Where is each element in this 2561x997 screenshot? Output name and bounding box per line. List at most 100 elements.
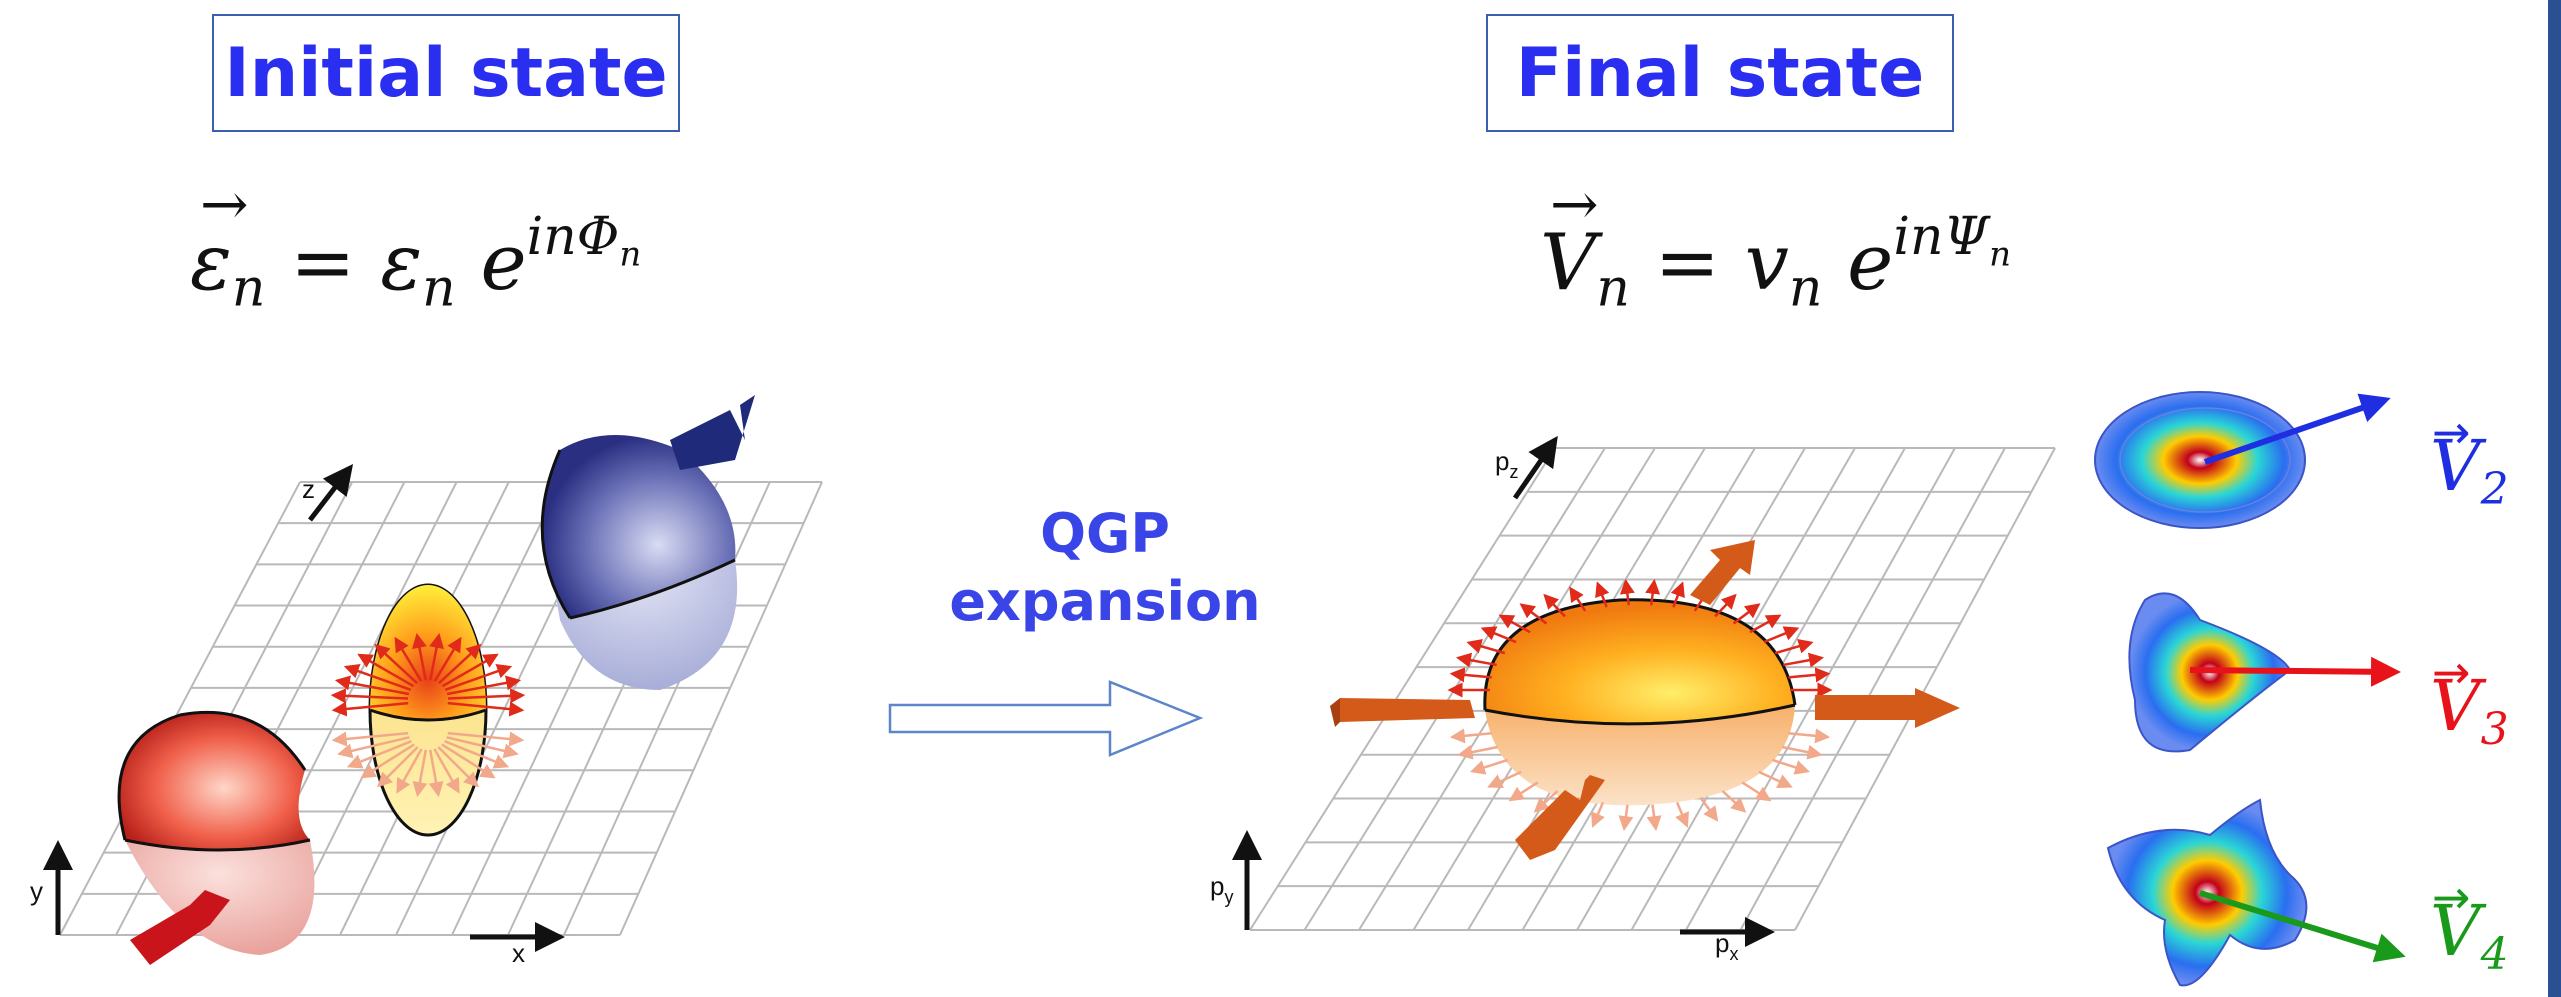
flow-arrow-upper: [1466, 638, 1506, 655]
red-nucleus: [117, 710, 315, 965]
flow-arrow-upper: [433, 636, 462, 682]
flow-arrow-upper: [1670, 581, 1685, 608]
flow-arrow-upper: [374, 643, 418, 685]
eq-final-rhs-sub: n: [1788, 258, 1823, 319]
flow-arrow-upper: [1455, 652, 1497, 668]
left-z-label: z: [302, 474, 315, 504]
left-flow-arrows: [330, 632, 526, 798]
flow-arrow-upper: [438, 643, 482, 685]
flow-arrow-lower: [1533, 790, 1559, 813]
v4-label-sub: 4: [2480, 929, 2509, 980]
flow-arrow-upper: [1595, 581, 1610, 608]
flow-arrow-upper: [1783, 652, 1825, 668]
flow-arrow-lower: [1591, 801, 1605, 828]
initial-eccentricity-equation: εn = εn einΦn: [190, 170, 642, 319]
flow-arrow-lower: [447, 731, 525, 747]
right-py-main: p: [1210, 871, 1224, 901]
momentum-arrows: [1330, 540, 1960, 860]
v2-label-main: V: [2430, 425, 2487, 507]
flow-arrow-lower: [1487, 770, 1522, 789]
eq-initial-exp-base: e: [480, 218, 527, 308]
left-z-axis: [308, 464, 354, 522]
eq-initial-exp-sub: n: [619, 234, 642, 275]
left-y-label: y: [30, 876, 43, 906]
flow-arrow-upper: [1763, 626, 1800, 644]
flow-arrow-upper: [334, 675, 410, 696]
flow-arrow-lower: [396, 748, 423, 794]
grid-line: [619, 481, 823, 936]
grid-line: [59, 481, 301, 936]
eq-final-lhs: Vn: [1540, 170, 1630, 318]
flow-arrow-lower: [446, 736, 519, 759]
eq-final-exp-base: e: [1847, 218, 1894, 308]
flow-arrow-upper: [1749, 614, 1782, 634]
left-x-label: x: [512, 938, 525, 968]
flow-arrow-lower: [360, 743, 415, 779]
flow-arrow-lower: [1781, 744, 1823, 760]
flow-arrow-upper: [331, 701, 409, 717]
right-edge-bar: [2548, 0, 2561, 997]
eq-final-exp: inΨ: [1893, 207, 1990, 267]
flow-arrow-lower: [444, 740, 510, 769]
right-pz-label: pz: [1495, 446, 1518, 482]
flow-arrow-lower: [1721, 790, 1747, 813]
flow-arrow-upper: [1645, 578, 1661, 606]
flow-arrow-upper: [1543, 593, 1566, 618]
right-px-main: p: [1715, 928, 1729, 958]
flow-arrow-upper: [394, 636, 423, 682]
flow-arrow-lower: [1449, 728, 1492, 744]
v2-vector: [2204, 393, 2391, 465]
flow-arrow-lower: [428, 749, 444, 798]
eq-initial-lhs: εn: [190, 170, 265, 318]
v3-label-main: V: [2430, 665, 2487, 747]
flow-arrow-upper: [1619, 578, 1635, 606]
v3-label-sub: 3: [2481, 704, 2509, 755]
flow-arrow-upper: [447, 688, 526, 704]
flow-arrow-lower: [331, 731, 409, 747]
expanding-fireball: [1483, 598, 1797, 806]
qgp-label-line1: QGP: [1040, 502, 1170, 565]
flow-arrow-upper: [1774, 638, 1814, 655]
final-flow-equation: Vn = vn einΨn: [1540, 170, 2011, 319]
right-px-sub: x: [1729, 944, 1738, 964]
right-flow-arrows: [1447, 578, 1833, 832]
almond-overlap-region: [368, 583, 488, 837]
eq-final-exp-sub: n: [1989, 234, 2011, 275]
final-state-title: Final state: [1486, 14, 1954, 132]
flow-arrow-lower: [1788, 728, 1831, 744]
v3-vector: [2189, 656, 2401, 687]
qgp-expansion-label: QGP expansion: [880, 500, 1330, 636]
grid-line: [563, 481, 771, 936]
v4-vec-arrow: →: [2432, 870, 2471, 924]
initial-state-title: Initial state: [212, 14, 680, 132]
flow-arrow-upper: [1788, 667, 1831, 683]
v2-label-sub: 2: [2480, 464, 2509, 515]
v3-label: V3: [2430, 665, 2509, 755]
flow-arrow-upper: [429, 632, 444, 681]
flow-arrow-upper: [1498, 614, 1531, 634]
v4-label-main: V: [2430, 890, 2487, 972]
eq-final-rhs-base: v: [1744, 218, 1789, 308]
eq-initial-exp: inΦ: [526, 207, 620, 267]
blue-nucleus: [540, 395, 755, 690]
eq-initial-rhs-sub: n: [422, 258, 456, 319]
flow-arrow-upper: [1732, 603, 1761, 625]
flow-arrow-lower: [437, 746, 479, 788]
flow-arrow-lower: [377, 746, 419, 788]
flow-arrow-lower: [1508, 781, 1539, 802]
flow-arrow-upper: [357, 653, 415, 688]
flow-arrow-lower: [1771, 758, 1811, 775]
flow-arrow-upper: [1449, 667, 1492, 683]
flow-arrow-lower: [1675, 801, 1689, 828]
flow-arrow-lower: [337, 736, 410, 759]
right-pz-main: p: [1495, 446, 1509, 476]
initial-state-title-text: Initial state: [224, 33, 668, 113]
flow-arrow-upper: [330, 688, 409, 704]
flow-arrow-upper: [412, 632, 427, 681]
flow-arrow-lower: [441, 743, 496, 779]
flow-arrow-upper: [447, 701, 525, 717]
right-py-label: py: [1210, 871, 1233, 907]
right-py-sub: y: [1224, 887, 1233, 907]
flow-arrow-upper: [1519, 603, 1548, 625]
